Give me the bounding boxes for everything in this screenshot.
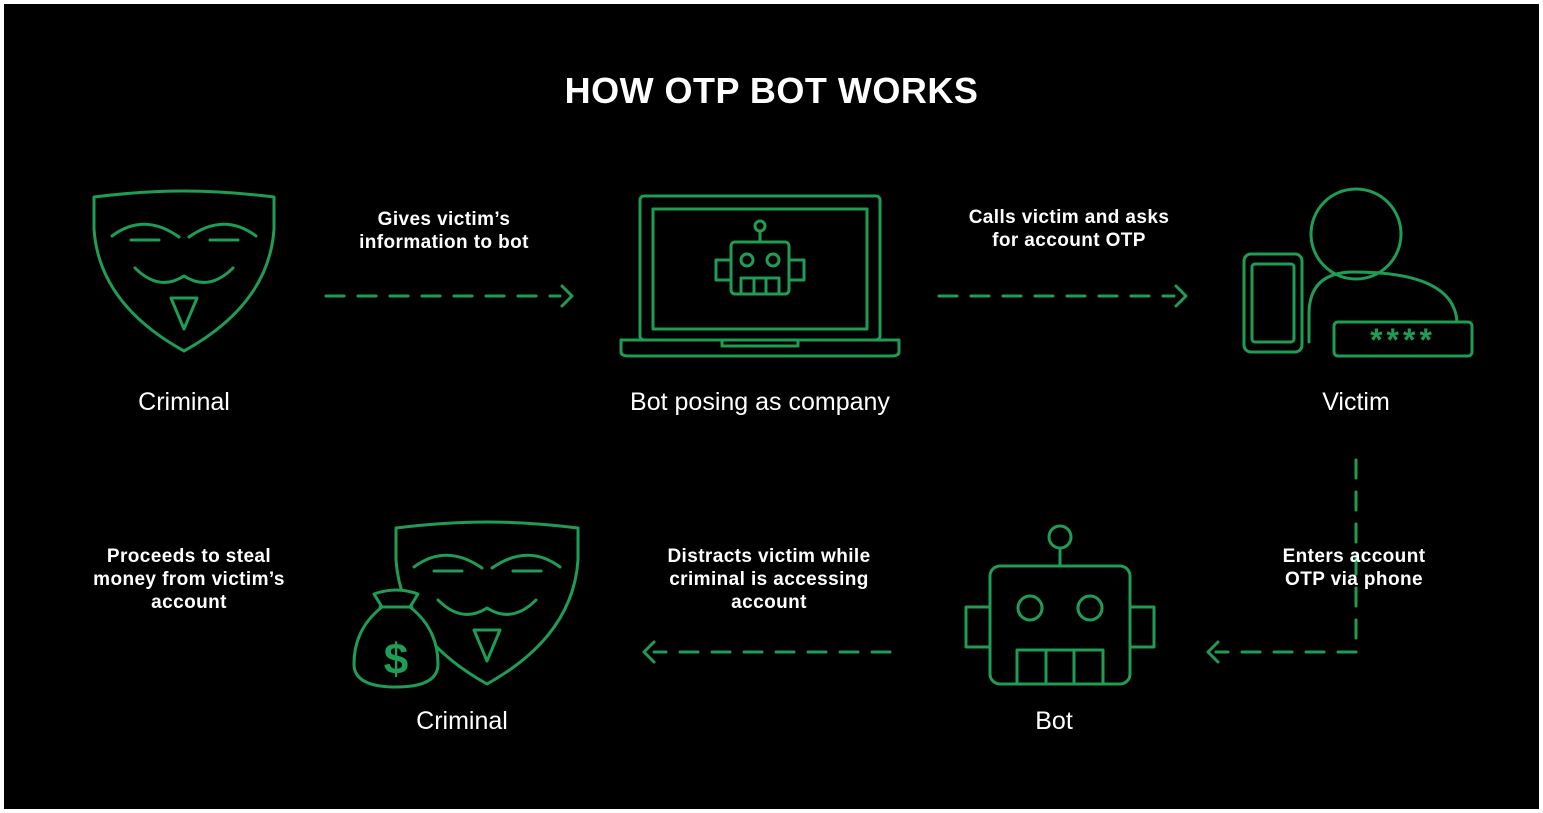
victim-person-icon: [1307, 187, 1459, 344]
caption-gives-info-line-2: information to bot: [359, 232, 529, 253]
caption-distracts-line-2: criminal is accessing: [669, 569, 869, 590]
otp-mask-text: ****: [1370, 322, 1436, 358]
caption-steals-line-3: account: [151, 592, 227, 613]
diagram-canvas: HOW OTP BOT WORKS: [4, 4, 1539, 809]
arrow-victim-to-bot: [1206, 458, 1358, 664]
robot-icon: [964, 524, 1156, 686]
arrow-bot-to-victim: [937, 284, 1188, 308]
label-criminal-top: Criminal: [138, 388, 230, 416]
money-bag-icon: [352, 588, 440, 689]
caption-steals: Proceeds to steal money from victim’s ac…: [44, 545, 334, 614]
diagram-art: **** $: [92, 187, 1474, 689]
caption-calls-victim-line-2: for account OTP: [992, 230, 1146, 251]
caption-gives-info-line-1: Gives victim’s: [377, 209, 511, 230]
robot-head-icon: [714, 219, 806, 296]
caption-gives-info: Gives victim’s information to bot: [294, 208, 594, 254]
caption-calls-victim: Calls victim and asks for account OTP: [909, 206, 1229, 252]
label-criminal-bottom: Criminal: [416, 707, 508, 735]
diagram-title: HOW OTP BOT WORKS: [564, 70, 979, 111]
label-bot-company: Bot posing as company: [630, 388, 890, 416]
laptop-bot-icon: [619, 194, 901, 358]
label-bot: Bot: [1035, 707, 1073, 735]
phone-icon: [1242, 252, 1304, 354]
caption-distracts: Distracts victim while criminal is acces…: [614, 545, 924, 614]
caption-distracts-line-1: Distracts victim while: [667, 546, 871, 567]
label-victim: Victim: [1322, 388, 1390, 416]
caption-steals-line-1: Proceeds to steal: [106, 546, 272, 567]
caption-distracts-line-3: account: [731, 592, 807, 613]
caption-calls-victim-line-1: Calls victim and asks: [968, 207, 1170, 228]
criminal-mask-icon: [92, 189, 276, 353]
caption-enters-otp-line-2: OTP via phone: [1285, 569, 1423, 590]
caption-enters-otp-line-1: Enters account: [1282, 546, 1426, 567]
otp-field-icon: [1332, 320, 1474, 358]
arrow-criminal-to-bot: [324, 284, 574, 308]
money-symbol-text: $: [384, 635, 408, 684]
caption-enters-otp: Enters account OTP via phone: [1224, 545, 1484, 591]
caption-steals-line-2: money from victim’s: [93, 569, 285, 590]
arrow-bot-to-criminal: [642, 640, 892, 664]
